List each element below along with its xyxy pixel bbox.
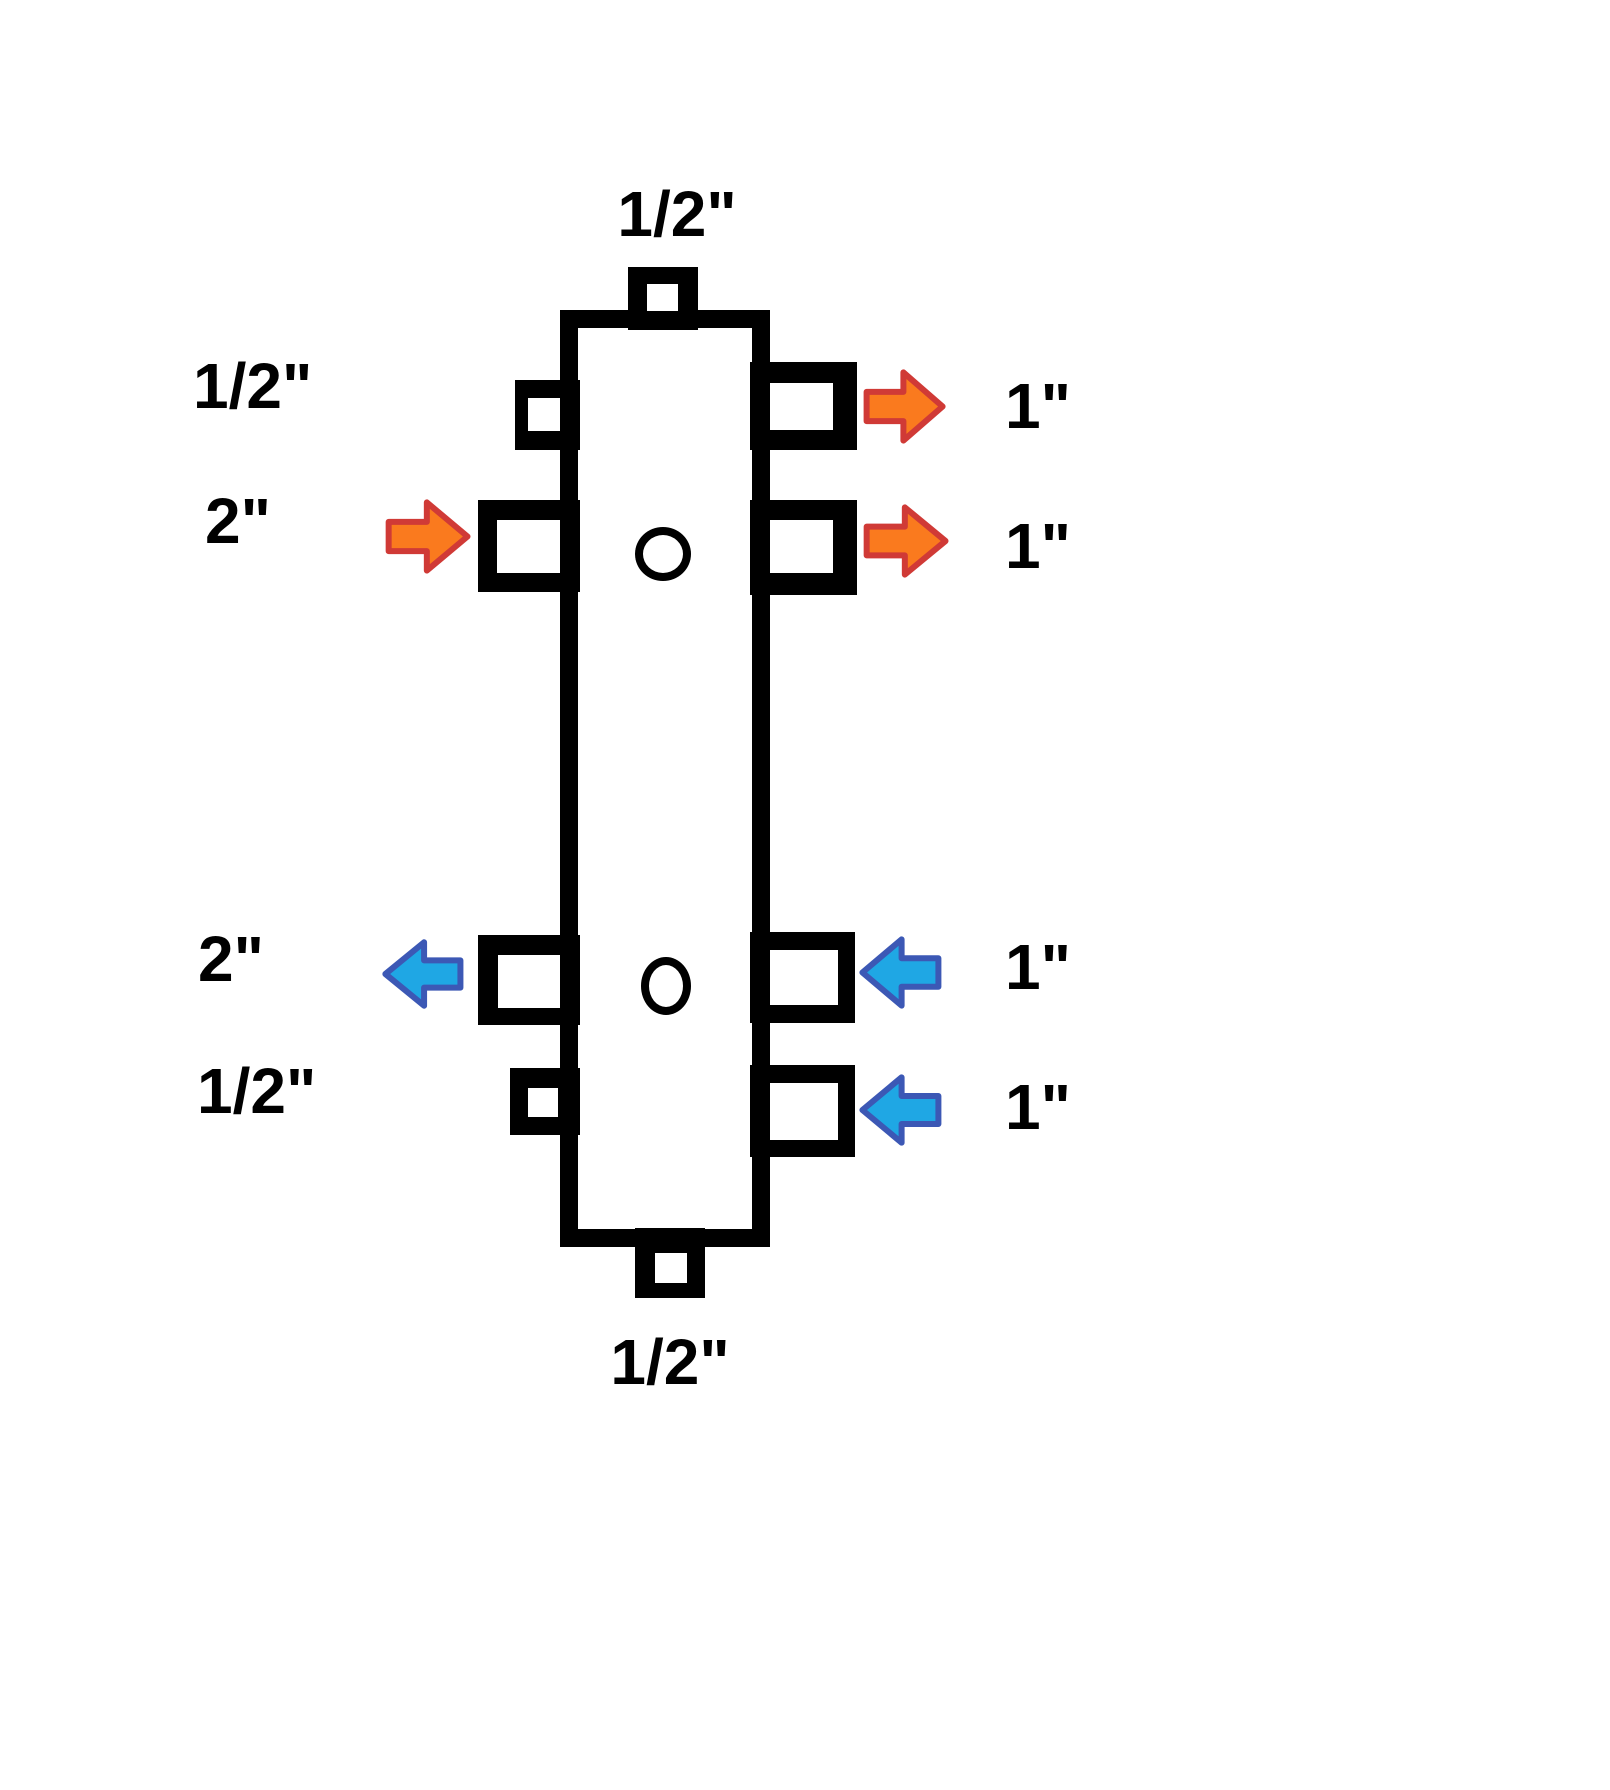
supply-arrow-icon: [387, 500, 470, 573]
port-opening: [770, 383, 833, 430]
label-left-upper-half-inch: 1/2": [193, 350, 313, 422]
port-bottom-half-inch: [635, 1228, 705, 1298]
return-arrow-icon: [860, 1075, 940, 1145]
port-opening: [770, 520, 833, 573]
port-right-one-inch-1: [750, 362, 857, 450]
port-opening: [498, 955, 560, 1008]
port-opening: [770, 950, 838, 1005]
port-opening: [528, 1088, 558, 1117]
body-circle-lower: [641, 957, 691, 1015]
port-top-half-inch: [628, 267, 698, 330]
label-left-two-inch-return: 2": [198, 923, 264, 995]
label-right-one-inch-3: 1": [1005, 931, 1071, 1003]
port-opening: [497, 520, 560, 573]
label-left-lower-half-inch: 1/2": [197, 1055, 317, 1127]
port-left-upper-half-inch: [515, 380, 580, 450]
body-circle-upper: [635, 527, 691, 581]
return-arrow-icon: [860, 937, 940, 1008]
port-left-two-inch-return: [478, 935, 580, 1025]
label-top-port-size: 1/2": [617, 178, 737, 250]
port-opening: [528, 398, 560, 431]
separator-body: [560, 310, 770, 1247]
port-opening: [655, 1253, 687, 1283]
label-left-two-inch-supply: 2": [205, 485, 271, 557]
label-right-one-inch-1: 1": [1005, 370, 1071, 442]
port-left-two-inch-supply: [478, 500, 580, 592]
port-opening: [770, 1083, 838, 1140]
label-right-one-inch-4: 1": [1005, 1071, 1071, 1143]
port-right-one-inch-3: [750, 932, 855, 1023]
port-left-lower-half-inch: [510, 1068, 580, 1135]
port-opening: [647, 284, 678, 311]
port-right-one-inch-2: [750, 500, 857, 595]
label-bottom-port-size: 1/2": [610, 1326, 730, 1398]
label-right-one-inch-2: 1": [1005, 510, 1071, 582]
supply-arrow-icon: [865, 370, 945, 443]
supply-arrow-icon: [865, 505, 948, 577]
port-right-one-inch-4: [750, 1065, 855, 1157]
return-arrow-icon: [383, 940, 462, 1008]
